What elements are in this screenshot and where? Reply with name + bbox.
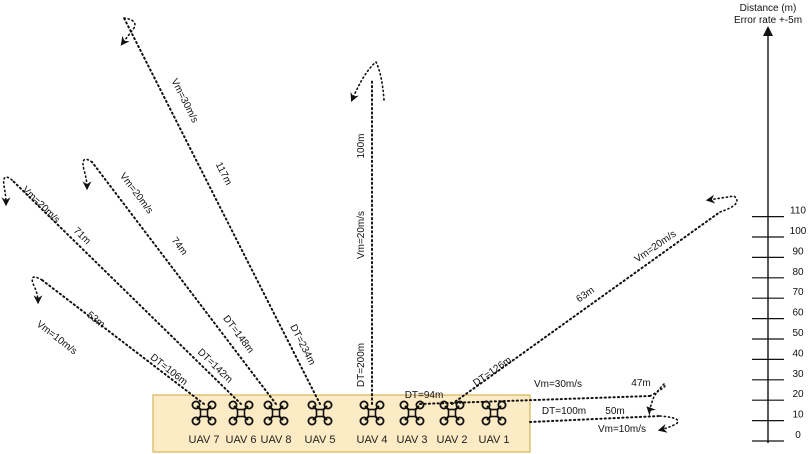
- label-uav5-vm: Vm=30m/s: [168, 77, 200, 125]
- label-uav7-vm: Vm=10m/s: [34, 319, 79, 357]
- label-uav-r1-vm: Vm=30m/s: [534, 379, 582, 390]
- label-uav4-dist: 100m: [356, 133, 367, 158]
- label-uav2-dist: 63m: [574, 285, 596, 305]
- scale-tick-label: 20: [792, 389, 804, 400]
- trajectory-uav5: [123, 17, 321, 405]
- label-uav-r2-vm: Vm=10m/s: [598, 424, 646, 435]
- uav-label: UAV 7: [189, 434, 220, 446]
- uav-label: UAV 6: [226, 434, 257, 446]
- scale-tick-label: 0: [795, 430, 801, 441]
- uav-label: UAV 5: [305, 434, 336, 446]
- scale-tick-label: 90: [792, 246, 804, 257]
- label-uav5-dt: DT=234m: [287, 323, 317, 367]
- label-uav3-dt: DT=94m: [405, 390, 444, 401]
- turn-arrow-uav4: [350, 60, 385, 103]
- uav-6: UAV 3: [397, 400, 428, 446]
- uav-label: UAV 8: [261, 434, 292, 446]
- label-uav6-dt: DT=142m: [195, 347, 234, 386]
- uav-3: UAV 8: [261, 400, 292, 446]
- turn-arrow-uav8: [82, 158, 93, 191]
- turn-arrow-uav7: [31, 276, 43, 305]
- turn-arrow-right-lower: [657, 415, 679, 433]
- uav-label: UAV 2: [437, 434, 468, 446]
- scale-tick-label: 10: [792, 410, 804, 421]
- trajectory-uav7: [41, 279, 205, 405]
- trajectories: [1, 17, 738, 433]
- scale-title-line1: Distance (m): [740, 3, 797, 14]
- scale-tick-label: 70: [792, 287, 804, 298]
- uav-1: UAV 7: [189, 400, 220, 446]
- label-uav4-vm: Vm=20m/s: [356, 211, 367, 259]
- scale-tick-label: 50: [792, 328, 804, 339]
- uav-label: UAV 3: [397, 434, 428, 446]
- trajectory-right-lower: [529, 415, 661, 423]
- scale-tick-label: 100: [790, 226, 807, 237]
- uav-label: UAV 1: [479, 434, 510, 446]
- trajectory-right-upper: [419, 395, 651, 405]
- scale-tick-label: 60: [792, 308, 804, 319]
- scale-title-line2: Error rate +-5m: [734, 15, 802, 26]
- label-uav8-vm: Vm=20m/s: [117, 171, 155, 216]
- scale-tick-label: 110: [790, 206, 806, 217]
- uav-4: UAV 5: [305, 400, 336, 446]
- label-uav2-dt: DT=126m: [471, 355, 514, 389]
- scale-ticks: 0 10 20 30 40 50 60 70 80 90 100 110: [752, 206, 807, 442]
- label-uav-r2-dist: 50m: [605, 406, 624, 417]
- distance-scale: Distance (m) Error rate +-5m 0 10 20 30 40 50…: [734, 3, 807, 443]
- trajectory-uav6: [11, 179, 242, 405]
- scale-tick-label: 40: [792, 348, 804, 359]
- label-uav-r2-dt: DT=100m: [542, 406, 586, 417]
- scale-tick-label: 30: [792, 369, 804, 380]
- turn-arrow-uav6: [1, 176, 13, 207]
- scale-axis-arrow-icon: [763, 26, 773, 36]
- uav-5: UAV 4: [357, 400, 388, 446]
- uav-label: UAV 4: [357, 434, 388, 446]
- turn-arrow-uav5: [120, 17, 136, 46]
- turn-arrow-uav2: [705, 194, 738, 213]
- label-uav8-dt: DT=148m: [220, 314, 255, 356]
- label-uav7-dist: 53m: [84, 310, 106, 331]
- label-uav8-dist: 74m: [169, 235, 189, 257]
- trajectory-uav2: [451, 211, 721, 405]
- uav-layer: UAV 7 UAV 6 UAV 8 UAV 5 UAV 4 UAV 3 UAV 2 UAV 1: [189, 400, 510, 446]
- label-uav4-dt: DT=200m: [356, 343, 367, 387]
- label-uav7-dt: DT=106m: [148, 352, 190, 388]
- label-uav5-dist: 117m: [213, 161, 234, 188]
- label-uav6-vm: Vm=20m/s: [20, 185, 62, 226]
- scale-tick-label: 80: [792, 267, 804, 278]
- label-uav6-dist: 71m: [71, 225, 93, 246]
- uav-7: UAV 2: [437, 400, 468, 446]
- uav-2: UAV 6: [226, 400, 257, 446]
- label-uav-r1-dist: 47m: [631, 378, 650, 389]
- uav-8: UAV 1: [479, 400, 510, 446]
- turn-arrow-right-upper: [646, 383, 667, 416]
- trajectory-uav8: [91, 161, 277, 405]
